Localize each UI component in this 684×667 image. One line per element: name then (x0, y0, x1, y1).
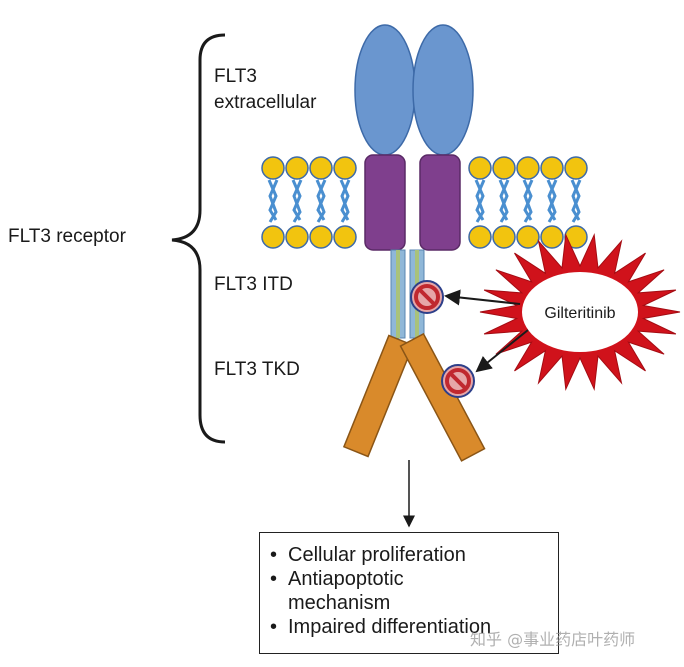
label-receptor: FLT3 receptor (8, 226, 127, 247)
arrow-to-itd (444, 289, 521, 306)
label-extracellular-1: FLT3 (214, 66, 257, 87)
cell-membrane (261, 156, 588, 249)
extracellular-domain-right (412, 24, 474, 156)
gilteritinib-burst-center (522, 272, 638, 352)
transmembrane-domain-right (419, 154, 461, 251)
outcome-item: Antiapoptotic (268, 567, 558, 591)
outcome-item: Cellular proliferation (268, 543, 558, 567)
drug-label: Gilteritinib (544, 305, 615, 322)
tkd-segment-right (399, 332, 486, 462)
outcome-item: Impaired differentiation (268, 615, 558, 639)
outcomes-box: Cellular proliferation Antiapoptotic mec… (259, 532, 559, 654)
tkd-segment-left (342, 334, 414, 458)
label-itd: FLT3 ITD (214, 274, 293, 295)
extracellular-domain-left (354, 24, 416, 156)
transmembrane-domain-left (364, 154, 406, 251)
outcomes-list: Cellular proliferation Antiapoptotic mec… (268, 543, 558, 639)
arrow-to-tkd (475, 329, 529, 373)
inhibit-icon-tkd (441, 364, 475, 398)
label-extracellular-2: extracellular (214, 92, 317, 113)
watermark: 知乎 @事业药店叶药师 (470, 630, 636, 649)
inhibit-icon-itd (410, 280, 444, 314)
itd-stripe-left (396, 250, 400, 338)
receptor-brace (171, 33, 226, 444)
label-tkd: FLT3 TKD (214, 359, 300, 380)
outcome-item-continuation: mechanism (288, 592, 391, 614)
